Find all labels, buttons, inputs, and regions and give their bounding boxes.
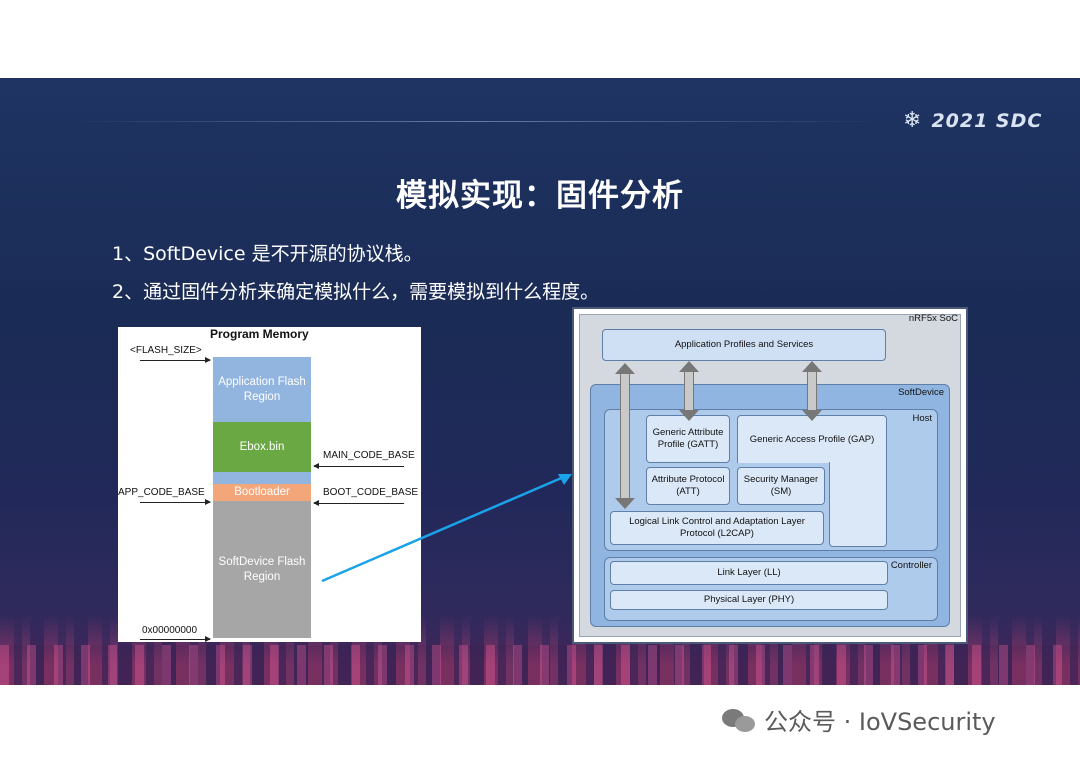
watermark: 公众号 · IoVSecurity [722,702,996,737]
free-region [213,472,311,484]
slide: ❄ 2021 SDC 模拟实现：固件分析 1、SoftDevice 是不开源的协… [0,78,1080,685]
app-to-l2cap-arrow [615,363,635,509]
link-layer-box: Link Layer (LL) [610,561,888,585]
l2cap-box: Logical Link Control and Adaptation Laye… [610,511,824,545]
zero-address-label: 0x00000000 [142,625,198,636]
softdevice-label: SoftDevice [898,387,944,398]
soc-label: nRF5x SoC [908,313,958,324]
bootloader-region: Bootloader [213,484,311,501]
boot-code-base-arrow [313,500,404,506]
gap-box-extension [829,462,887,547]
app-to-gatt-arrow [679,361,699,421]
application-flash-region: Application Flash Region [213,357,311,422]
zero-address-arrow [140,636,211,642]
bullet-2: 2、通过固件分析来确定模拟什么，需要模拟到什么程度。 [112,281,600,303]
gap-box: Generic Access Profile (GAP) [737,415,887,463]
program-memory-figure: Program Memory Application Flash Region … [118,327,421,642]
sm-box: Security Manager (SM) [737,467,825,505]
brand-text: 2021 SDC [931,110,1043,132]
bullet-1: 1、SoftDevice 是不开源的协议栈。 [112,243,423,265]
main-code-base-label: MAIN_CODE_BASE [323,450,415,461]
host-label: Host [912,413,932,424]
brand-logo: ❄ 2021 SDC [903,108,1043,133]
skyline-decoration-front [0,645,1080,685]
main-code-base-arrow [313,463,404,469]
physical-layer-box: Physical Layer (PHY) [610,590,888,610]
gatt-box: Generic Attribute Profile (GATT) [646,415,730,463]
softdevice-flash-region: SoftDevice Flash Region [213,501,311,638]
wechat-icon [722,707,756,733]
boot-code-base-label: BOOT_CODE_BASE [323,487,419,498]
app-code-base-arrow [140,499,211,505]
slide-title: 模拟实现：固件分析 [396,178,684,214]
att-box: Attribute Protocol (ATT) [646,467,730,505]
watermark-text: 公众号 · IoVSecurity [764,708,996,736]
flash-size-label: <FLASH_SIZE> [130,345,202,356]
header-rule [64,121,884,122]
nrf5x-soc-diagram: nRF5x SoC Application Profiles and Servi… [572,307,968,644]
ebox-region: Ebox.bin [213,422,311,472]
controller-label: Controller [890,560,932,571]
link-arrow [321,474,572,583]
flash-size-arrow [140,357,211,363]
app-code-base-label: APP_CODE_BASE [118,487,205,498]
application-box: Application Profiles and Services [602,329,886,361]
program-memory-title: Program Memory [210,327,309,341]
snowflake-icon: ❄ [903,108,922,133]
app-to-gap-arrow [802,361,822,421]
link-arrow-head [558,474,572,485]
link-arrow-line [321,474,567,583]
